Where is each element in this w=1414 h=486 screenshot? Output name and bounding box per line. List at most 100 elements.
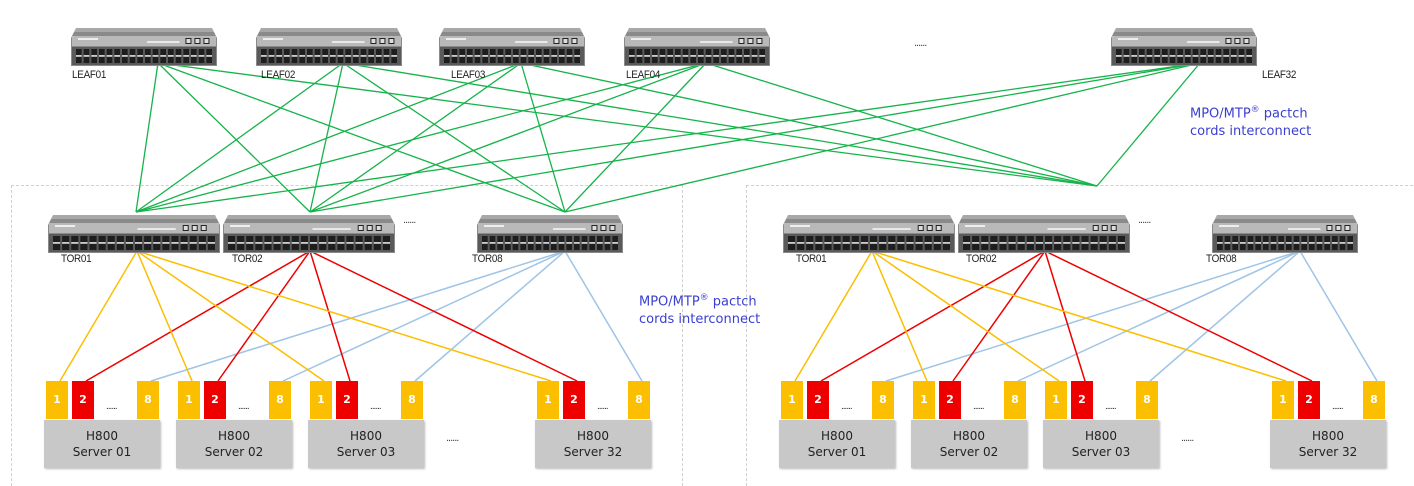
gpu-port-1: 1 [310,381,332,419]
tor08-server-link [885,250,1301,382]
gpu-port-8: 8 [1363,381,1385,419]
tor01-server-link [136,250,193,382]
server-model: H800 [577,429,609,443]
server-name: Server 32 [563,445,623,459]
tor08-server-link [414,250,566,382]
tor08-server-link [1017,250,1301,382]
tor01-server-link [136,250,325,382]
leaf-label: LEAF02 [261,69,296,81]
port-ellipsis: ...... [1332,401,1344,412]
registered-mark: ® [1250,105,1260,115]
server-model: H800 [1312,429,1344,443]
gpu-port-8: 8 [137,381,159,419]
tor08-server-link [150,250,566,382]
leaf-tor-link [157,62,566,213]
leaf-tor-link [157,62,1098,187]
gpu-port-2: 2 [939,381,961,419]
server-name: Server 02 [939,445,999,459]
annotation-line1-post: pactch [1259,106,1308,122]
registered-mark: ® [699,293,709,303]
gpu-port-2: 2 [1298,381,1320,419]
tor-ellipsis: ...... [1138,214,1151,226]
tor01-server-link [871,250,928,382]
tor02-server-link [1044,250,1313,382]
leaf-tor-link [135,62,522,213]
leaf-label: LEAF01 [72,69,107,81]
tor08-server-link [1299,250,1378,382]
server-name: Server 01 [807,445,867,459]
server-name: Server 03 [336,445,396,459]
server-name: Server 01 [72,445,132,459]
server-ellipsis: ...... [446,432,459,444]
tor-label: TOR02 [966,253,997,265]
server-model: H800 [350,429,382,443]
server-model: H800 [86,429,118,443]
tor01-server-link [794,250,873,382]
server-name: Server 32 [1298,445,1358,459]
server-model: H800 [1085,429,1117,443]
tor08-server-link [282,250,566,382]
gpu-port-2: 2 [204,381,226,419]
tor-label: TOR01 [796,253,827,265]
gpu-port-1: 1 [1272,381,1294,419]
group-box-2 [746,185,1414,486]
gpu-port-2: 2 [72,381,94,419]
leaf-ellipsis: ...... [914,37,927,49]
annotation-line1-post: pactch [708,294,757,310]
server-model: H800 [953,429,985,443]
annotation-mid: MPO/MTP® pactch cords interconnect [639,289,760,329]
leaf-label: LEAF04 [626,69,661,81]
server-name: Server 03 [1071,445,1131,459]
leaf-tor-link [342,62,566,213]
gpu-port-8: 8 [872,381,894,419]
tor-switch-g1-tor01 [47,213,221,255]
gpu-port-2: 2 [807,381,829,419]
leaf-switch-leaf32 [1110,26,1258,68]
gpu-port-8: 8 [401,381,423,419]
server-model: H800 [218,429,250,443]
tor02-server-link [85,250,311,382]
gpu-port-1: 1 [46,381,68,419]
port-ellipsis: ...... [370,401,382,412]
leaf-tor-link [309,62,707,213]
leaf-tor-link [135,62,344,213]
server-model: H800 [821,429,853,443]
annotation-line2: cords interconnect [639,312,761,328]
tor-label: TOR02 [232,253,263,265]
leaf-label: LEAF32 [1262,69,1297,81]
annotation-line1-pre: MPO/MTP [1190,106,1251,122]
leaf-tor-link [135,62,707,213]
port-ellipsis: ...... [973,401,985,412]
leaf-switch-leaf02 [255,26,403,68]
tor02-server-link [820,250,1046,382]
tor02-server-link [217,250,311,382]
leaf-tor-link [564,62,1201,213]
gpu-port-1: 1 [178,381,200,419]
tor-switch-g1-tor02 [222,213,396,255]
tor-switch-g2-tor02 [957,213,1131,255]
tor08-server-link [1149,250,1301,382]
tor-ellipsis: ...... [403,214,416,226]
tor-switch-g2-tor08 [1211,213,1359,255]
leaf-switch-leaf01 [70,26,218,68]
tor02-server-link [309,250,578,382]
tor-label: TOR01 [61,253,92,265]
gpu-port-8: 8 [1136,381,1158,419]
gpu-port-8: 8 [269,381,291,419]
tor01-server-link [871,250,1287,382]
port-ellipsis: ...... [106,401,118,412]
gpu-port-8: 8 [1004,381,1026,419]
tor02-server-link [1044,250,1086,382]
tor01-server-link [136,250,552,382]
gpu-port-1: 1 [913,381,935,419]
leaf-tor-link [157,62,311,213]
leaf-tor-link [520,62,566,213]
tor-switch-g1-tor08 [476,213,624,255]
